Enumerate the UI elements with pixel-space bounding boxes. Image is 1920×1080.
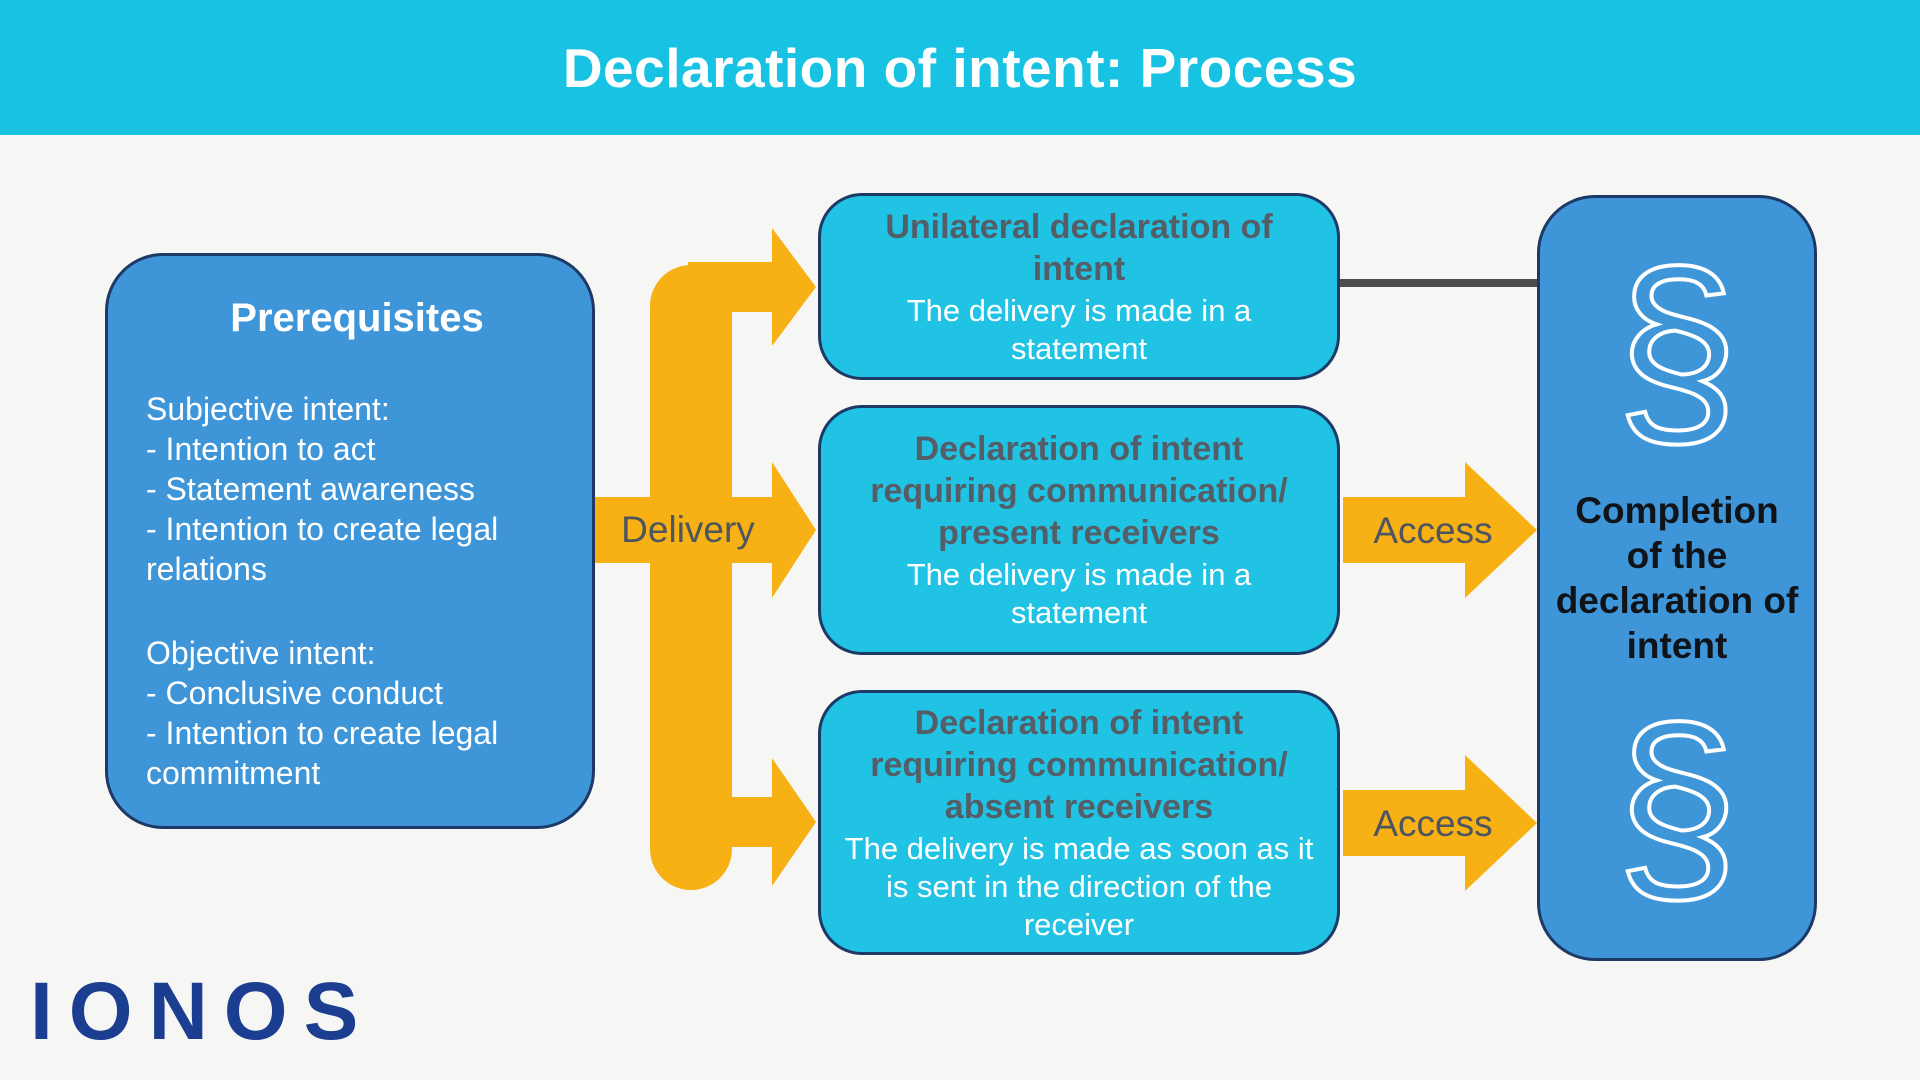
prerequisites-box: Prerequisites Subjective intent: - Inten… (105, 253, 595, 829)
process-box-absent-receivers: Declaration of intent requiring communic… (818, 690, 1340, 955)
subjective-item: - Statement awareness (146, 471, 476, 507)
process-box-unilateral: Unilateral declaration of intent The del… (818, 193, 1340, 380)
objective-heading: Objective intent: (146, 635, 376, 671)
delivery-arrow-group (593, 228, 816, 890)
completion-box: § Completion of the declaration of inten… (1537, 195, 1817, 961)
connector-line (1337, 279, 1540, 287)
access-arrow-bottom-bar (1343, 790, 1465, 856)
header-banner: Declaration of intent: Process (0, 0, 1920, 135)
access-arrow-top-bar (1343, 497, 1465, 563)
process-box-title: Unilateral declaration of intent (885, 207, 1273, 288)
middle-arrowhead (772, 462, 816, 598)
process-box-present-receivers: Declaration of intent requiring communic… (818, 405, 1340, 655)
access-arrow-group (1343, 462, 1537, 891)
paragraph-icon-top: § (1613, 226, 1740, 474)
delivery-bar (593, 497, 773, 563)
objective-item: - Conclusive conduct (146, 675, 444, 711)
subjective-heading: Subjective intent: (146, 391, 390, 427)
process-box-body: The delivery is made as soon as it is se… (844, 830, 1314, 942)
delivery-label: Delivery (621, 509, 755, 550)
process-box-title: Declaration of intent requiring communic… (870, 430, 1288, 552)
subjective-item: - Intention to act (146, 431, 376, 467)
completion-title: Completion of the declaration of intent (1555, 490, 1799, 666)
access-arrow-bottom-head (1465, 755, 1537, 891)
process-box-body: The delivery is made in a statement (906, 557, 1252, 630)
top-arrowhead (772, 228, 816, 346)
access-label-bottom: Access (1373, 803, 1493, 844)
access-arrow-top-head (1465, 462, 1537, 598)
bottom-branch-bar (688, 797, 772, 847)
bottom-arrowhead (772, 758, 816, 886)
delivery-trunk (650, 265, 732, 890)
page-title: Declaration of intent: Process (562, 36, 1358, 99)
prerequisites-title: Prerequisites (230, 296, 484, 340)
paragraph-icon-bottom: § (1613, 682, 1740, 930)
objective-item: - Intention to create legal commitment (146, 715, 499, 791)
subjective-item: - Intention to create legal relations (146, 511, 499, 587)
ionos-logo: IONOS (30, 966, 375, 1057)
access-label-top: Access (1373, 510, 1493, 551)
top-branch-bar (688, 262, 772, 312)
process-box-body: The delivery is made in a statement (906, 292, 1252, 366)
process-box-title: Declaration of intent requiring communic… (870, 703, 1288, 826)
